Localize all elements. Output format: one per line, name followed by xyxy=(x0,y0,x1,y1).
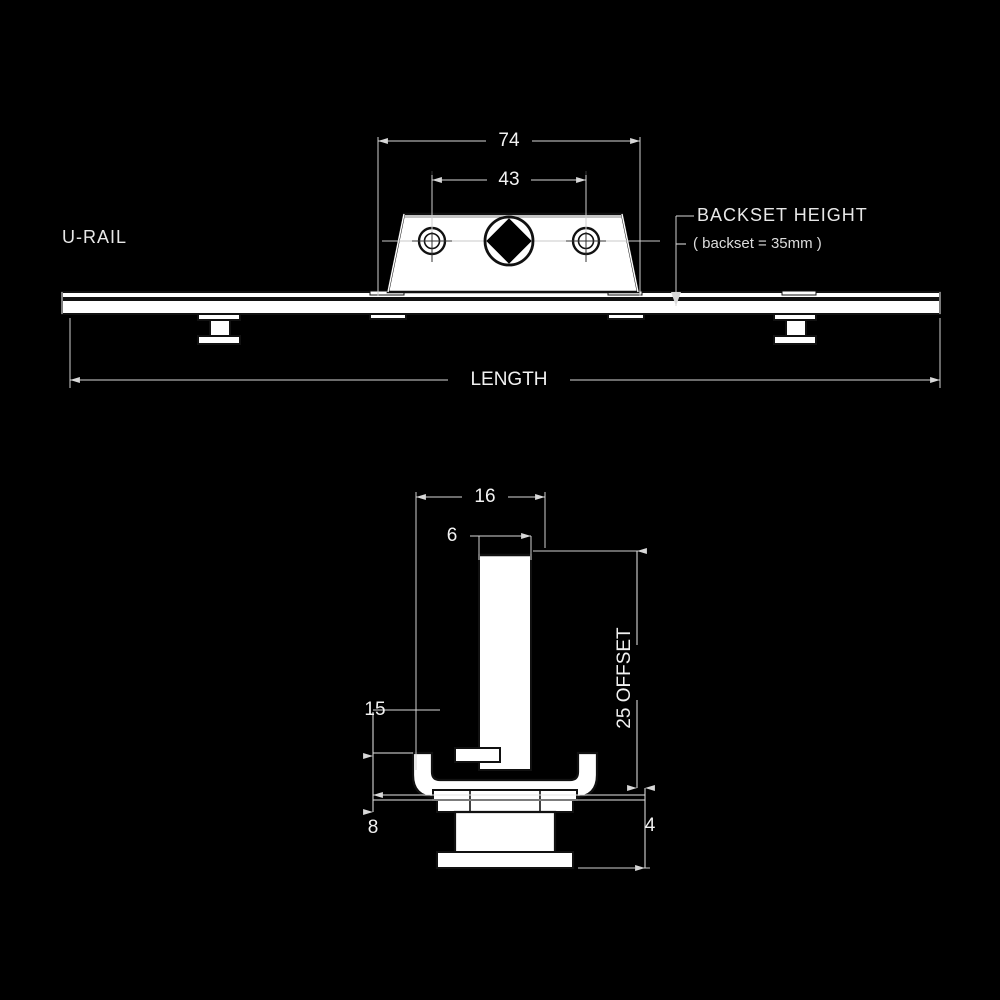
dimension-15: 15 xyxy=(363,699,440,795)
dimension-6: 6 xyxy=(447,525,532,560)
dimension-15-value: 15 xyxy=(364,699,385,720)
dimension-length: LENGTH xyxy=(69,318,941,390)
backset-value-label: ( backset = 35mm ) xyxy=(693,235,822,252)
dimension-4-value: 8 xyxy=(368,817,379,838)
backset-height-callout: BACKSET HEIGHT ( backset = 35mm ) xyxy=(671,205,868,306)
lower-stem xyxy=(435,810,575,870)
post-body xyxy=(478,553,532,771)
dimension-4: 8 xyxy=(363,792,383,838)
fastener-stack xyxy=(432,789,578,813)
u-bracket-saddle xyxy=(411,747,599,799)
rail-tab-center-flat xyxy=(369,313,645,320)
dimension-16-value: 16 xyxy=(474,486,495,507)
rail-tab-right xyxy=(773,313,817,345)
backset-height-label: BACKSET HEIGHT xyxy=(697,205,868,225)
offset-callout: 25 OFFSET xyxy=(614,627,635,729)
dimension-74: 74 xyxy=(377,130,641,296)
offset-label: 25 OFFSET xyxy=(614,627,635,729)
dimension-length-value: LENGTH xyxy=(470,369,547,390)
dimension-43-value: 43 xyxy=(498,169,519,190)
dimension-8-value: 4 xyxy=(645,815,656,836)
dimension-43: 43 xyxy=(431,169,587,232)
rail-tab-left xyxy=(197,313,241,345)
dimension-6-value: 6 xyxy=(447,525,458,546)
dimension-74-value: 74 xyxy=(498,130,520,151)
dimension-16: 16 xyxy=(415,486,546,770)
mounting-surface-lines xyxy=(373,752,645,801)
bracket-spindle-hole xyxy=(483,215,535,267)
dimension-post-length xyxy=(533,548,647,791)
u-rail-label: U-RAIL xyxy=(62,227,127,247)
bracket-hole-right xyxy=(566,171,606,262)
dimension-8: 4 xyxy=(578,785,656,871)
